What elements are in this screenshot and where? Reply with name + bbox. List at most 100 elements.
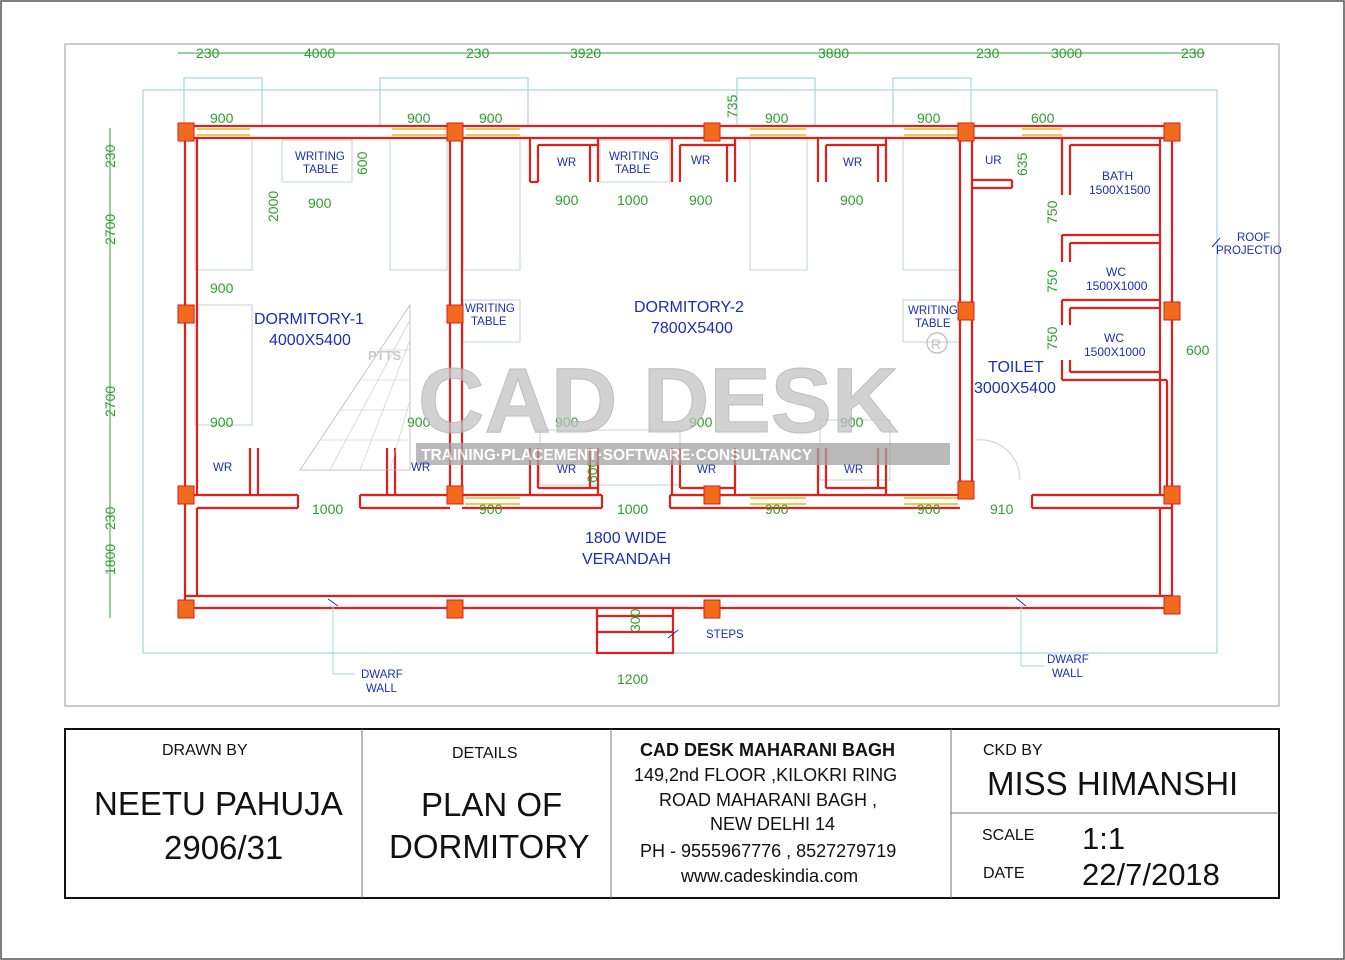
dim-top-3: 230 xyxy=(466,45,490,61)
date-label: DATE xyxy=(983,865,1024,882)
address-line1: 149,2nd FLOOR ,KILOKRI RING xyxy=(634,765,897,785)
svg-text:1000: 1000 xyxy=(312,501,343,517)
svg-text:900: 900 xyxy=(210,280,234,296)
cad-desk-watermark: PTTS CAD DESK TRAINING·PLACEMENT·SOFTWAR… xyxy=(299,303,950,471)
verandah-line1: 1800 WIDE xyxy=(585,530,667,547)
svg-text:900: 900 xyxy=(689,414,713,430)
svg-text:DWARF: DWARF xyxy=(361,669,403,681)
dim-top-2: 4000 xyxy=(304,45,335,61)
svg-text:WR: WR xyxy=(697,464,716,476)
dim-left-5: 1800 xyxy=(102,544,118,575)
svg-text:635: 635 xyxy=(1014,152,1030,176)
svg-text:ROOF: ROOF xyxy=(1237,232,1270,244)
svg-text:DWARF: DWARF xyxy=(1047,654,1089,666)
svg-text:900: 900 xyxy=(555,414,579,430)
svg-text:900: 900 xyxy=(765,110,789,126)
svg-text:WR: WR xyxy=(557,157,576,169)
svg-text:750: 750 xyxy=(1044,200,1060,224)
svg-text:TABLE: TABLE xyxy=(915,318,951,330)
ckd-by-name: MISS HIMANSHI xyxy=(987,765,1238,802)
svg-text:PROJECTIO: PROJECTIO xyxy=(1216,245,1282,257)
address-line2: ROAD MAHARANI BAGH , xyxy=(659,790,877,810)
leader-lines xyxy=(327,237,1221,675)
drawing-border xyxy=(64,43,1280,707)
svg-text:WR: WR xyxy=(213,462,232,474)
details-line1: PLAN OF xyxy=(421,786,562,823)
svg-text:735: 735 xyxy=(724,94,740,118)
bath-name: BATH xyxy=(1102,169,1133,183)
details-label: DETAILS xyxy=(452,745,518,762)
svg-text:900: 900 xyxy=(210,110,234,126)
svg-text:UR: UR xyxy=(985,155,1002,167)
svg-text:750: 750 xyxy=(1044,269,1060,293)
dim-left-4: 230 xyxy=(102,506,118,530)
svg-text:600: 600 xyxy=(1186,342,1210,358)
company-name: CAD DESK MAHARANI BAGH xyxy=(640,740,895,760)
watermark-main: CAD DESK xyxy=(418,350,898,452)
columns xyxy=(177,122,1181,619)
small-labels: WRITING TABLE WRITING TABLE WRITING TABL… xyxy=(213,151,1282,695)
toilet-name: TOILET xyxy=(988,359,1044,376)
dormitory2-size: 7800X5400 xyxy=(651,320,733,337)
dim-top-6: 230 xyxy=(976,45,1000,61)
svg-text:900: 900 xyxy=(407,414,431,430)
svg-text:900: 900 xyxy=(308,195,332,211)
wc1-name: WC xyxy=(1106,265,1126,279)
svg-text:WR: WR xyxy=(557,464,576,476)
svg-text:WRITING: WRITING xyxy=(295,151,345,163)
drawn-by-name: NEETU PAHUJA xyxy=(94,785,343,822)
dormitory2-name: DORMITORY-2 xyxy=(634,299,744,316)
watermark-reg: R xyxy=(931,336,941,352)
svg-text:TABLE: TABLE xyxy=(615,164,651,176)
title-block: DRAWN BY NEETU PAHUJA 2906/31 DETAILS PL… xyxy=(64,728,1280,899)
svg-text:WR: WR xyxy=(843,157,862,169)
dim-top-4: 3920 xyxy=(570,45,601,61)
svg-text:600: 600 xyxy=(354,151,370,175)
svg-text:WRITING: WRITING xyxy=(908,305,958,317)
window-projections xyxy=(183,77,972,127)
svg-text:900: 900 xyxy=(840,414,864,430)
dim-left-3: 2700 xyxy=(102,386,118,417)
scale-label: SCALE xyxy=(982,827,1034,844)
svg-text:300: 300 xyxy=(627,608,643,632)
svg-text:600: 600 xyxy=(1031,110,1055,126)
roof-projection-outline xyxy=(142,89,1218,654)
date-value: 22/7/2018 xyxy=(1082,857,1220,892)
wc2-name: WC xyxy=(1104,331,1124,345)
scale-value: 1:1 xyxy=(1082,821,1125,856)
svg-text:900: 900 xyxy=(917,501,941,517)
svg-text:900: 900 xyxy=(765,501,789,517)
wc2-size: 1500X1000 xyxy=(1084,345,1146,359)
left-dimension-line: 230 2700 2700 230 1800 xyxy=(102,128,118,618)
svg-text:900: 900 xyxy=(210,414,234,430)
svg-text:2000: 2000 xyxy=(265,191,281,222)
svg-text:1000: 1000 xyxy=(617,501,648,517)
svg-text:WRITING: WRITING xyxy=(609,151,659,163)
svg-text:900: 900 xyxy=(479,110,503,126)
svg-text:900: 900 xyxy=(689,192,713,208)
room-labels: DORMITORY-1 4000X5400 DORMITORY-2 7800X5… xyxy=(254,169,1151,568)
svg-text:750: 750 xyxy=(1044,326,1060,350)
address-line3: NEW DELHI 14 xyxy=(710,814,835,834)
svg-text:910: 910 xyxy=(990,501,1014,517)
svg-text:WRITING: WRITING xyxy=(465,303,515,315)
svg-text:WALL: WALL xyxy=(366,683,397,695)
watermark-tagline: TRAINING·PLACEMENT·SOFTWARE·CONSULTANCY xyxy=(421,447,813,464)
watermark-ptts: PTTS xyxy=(368,348,402,363)
svg-text:600: 600 xyxy=(584,459,600,483)
wc1-size: 1500X1000 xyxy=(1086,279,1148,293)
svg-text:1200: 1200 xyxy=(617,671,648,687)
svg-text:TABLE: TABLE xyxy=(303,164,339,176)
verandah-line2: VERANDAH xyxy=(582,551,671,568)
dim-left-2: 2700 xyxy=(102,214,118,245)
website: www.cadeskindia.com xyxy=(680,866,858,886)
dormitory1-size: 4000X5400 xyxy=(269,332,351,349)
phone-numbers: PH - 9555967776 , 8527279719 xyxy=(640,841,896,861)
svg-text:900: 900 xyxy=(840,192,864,208)
dim-top-8: 230 xyxy=(1181,45,1205,61)
svg-text:STEPS: STEPS xyxy=(706,629,744,641)
drawn-by-label: DRAWN BY xyxy=(162,742,248,759)
dim-left-1: 230 xyxy=(102,144,118,168)
